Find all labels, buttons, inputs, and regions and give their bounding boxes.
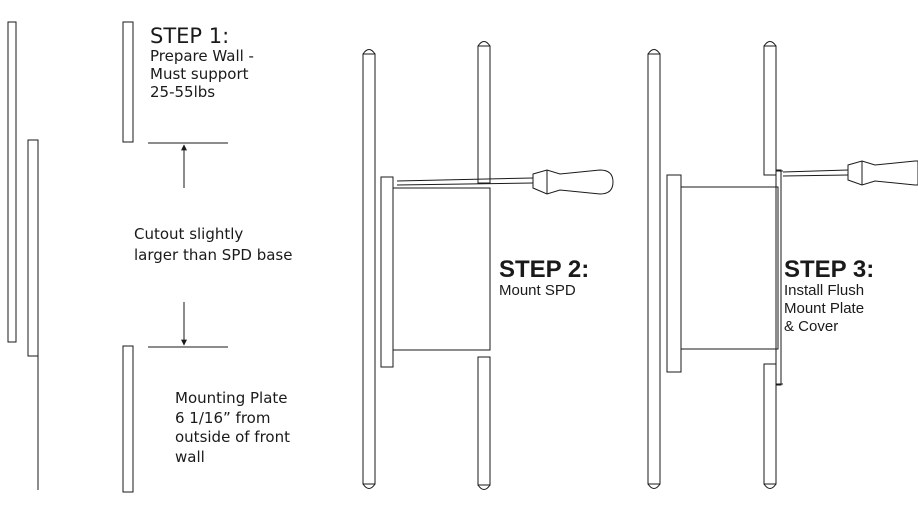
break-mark-bottom [763,483,777,489]
break-mark-bottom [362,483,376,489]
cutout-note-line: Cutout slightly [134,225,244,243]
cutout-note: Cutout slightly larger than SPD base [134,224,292,267]
spd-enclosure [392,187,491,351]
panel-3-install-cover [647,41,918,489]
mounting-note-line: Mounting Plate [175,389,288,407]
front-wall-lower [477,356,491,486]
front-wall-lower [763,363,777,485]
spd-enclosure [680,186,779,350]
break-mark-top [477,41,491,47]
cutout-note-line: larger than SPD base [134,246,293,265]
mounting-plate [27,139,39,357]
step2-label: STEP 2: Mount SPD [499,257,589,300]
screwdriver-handle [532,169,614,195]
step1-line: 25-55lbs [150,82,216,101]
screwdriver-shaft [782,174,849,177]
screwdriver-handle [847,160,918,186]
break-mark-top [362,49,376,55]
step1-line: Prepare Wall - [150,47,254,66]
panel-1-wall-prep [7,21,228,493]
flush-plate [380,176,394,368]
break-mark-top [647,49,661,55]
front-wall-upper [122,21,134,143]
back-wall [647,53,661,485]
break-mark-bottom [647,483,661,489]
step3-line: & Cover [784,317,839,335]
break-mark-bottom [477,484,491,490]
front-wall-upper [763,45,777,176]
step3-label: STEP 3: Install Flush Mount Plate & Cove… [784,257,874,335]
step3-title: STEP 3: [784,256,875,283]
mounting-note-line: outside of front [175,428,290,446]
front-wall-upper [477,45,491,184]
step2-title: STEP 2: [499,256,590,283]
mounting-note-line: wall [175,447,205,466]
mounting-note-line: 6 1/16” from [175,408,271,427]
step1-label: STEP 1: Prepare Wall - Must support 25-5… [150,24,254,101]
step3-line: Mount Plate [784,299,865,317]
flush-plate [666,174,682,373]
mounting-plate-note: Mounting Plate 6 1/16” from outside of f… [175,389,290,467]
cover-plate [775,169,782,386]
break-mark-top [763,41,777,47]
step3-line: Install Flush [784,282,865,300]
screwdriver-shaft [782,169,849,173]
back-wall [362,53,376,485]
screwdriver-shaft [396,177,534,182]
step1-title: STEP 1: [150,24,230,48]
screwdriver-shaft [396,182,534,186]
panel-2-mount-spd [362,41,614,490]
step1-line: Must support [150,64,249,83]
back-wall [7,21,17,343]
front-wall-lower [122,345,134,493]
step2-line: Mount SPD [499,282,576,300]
